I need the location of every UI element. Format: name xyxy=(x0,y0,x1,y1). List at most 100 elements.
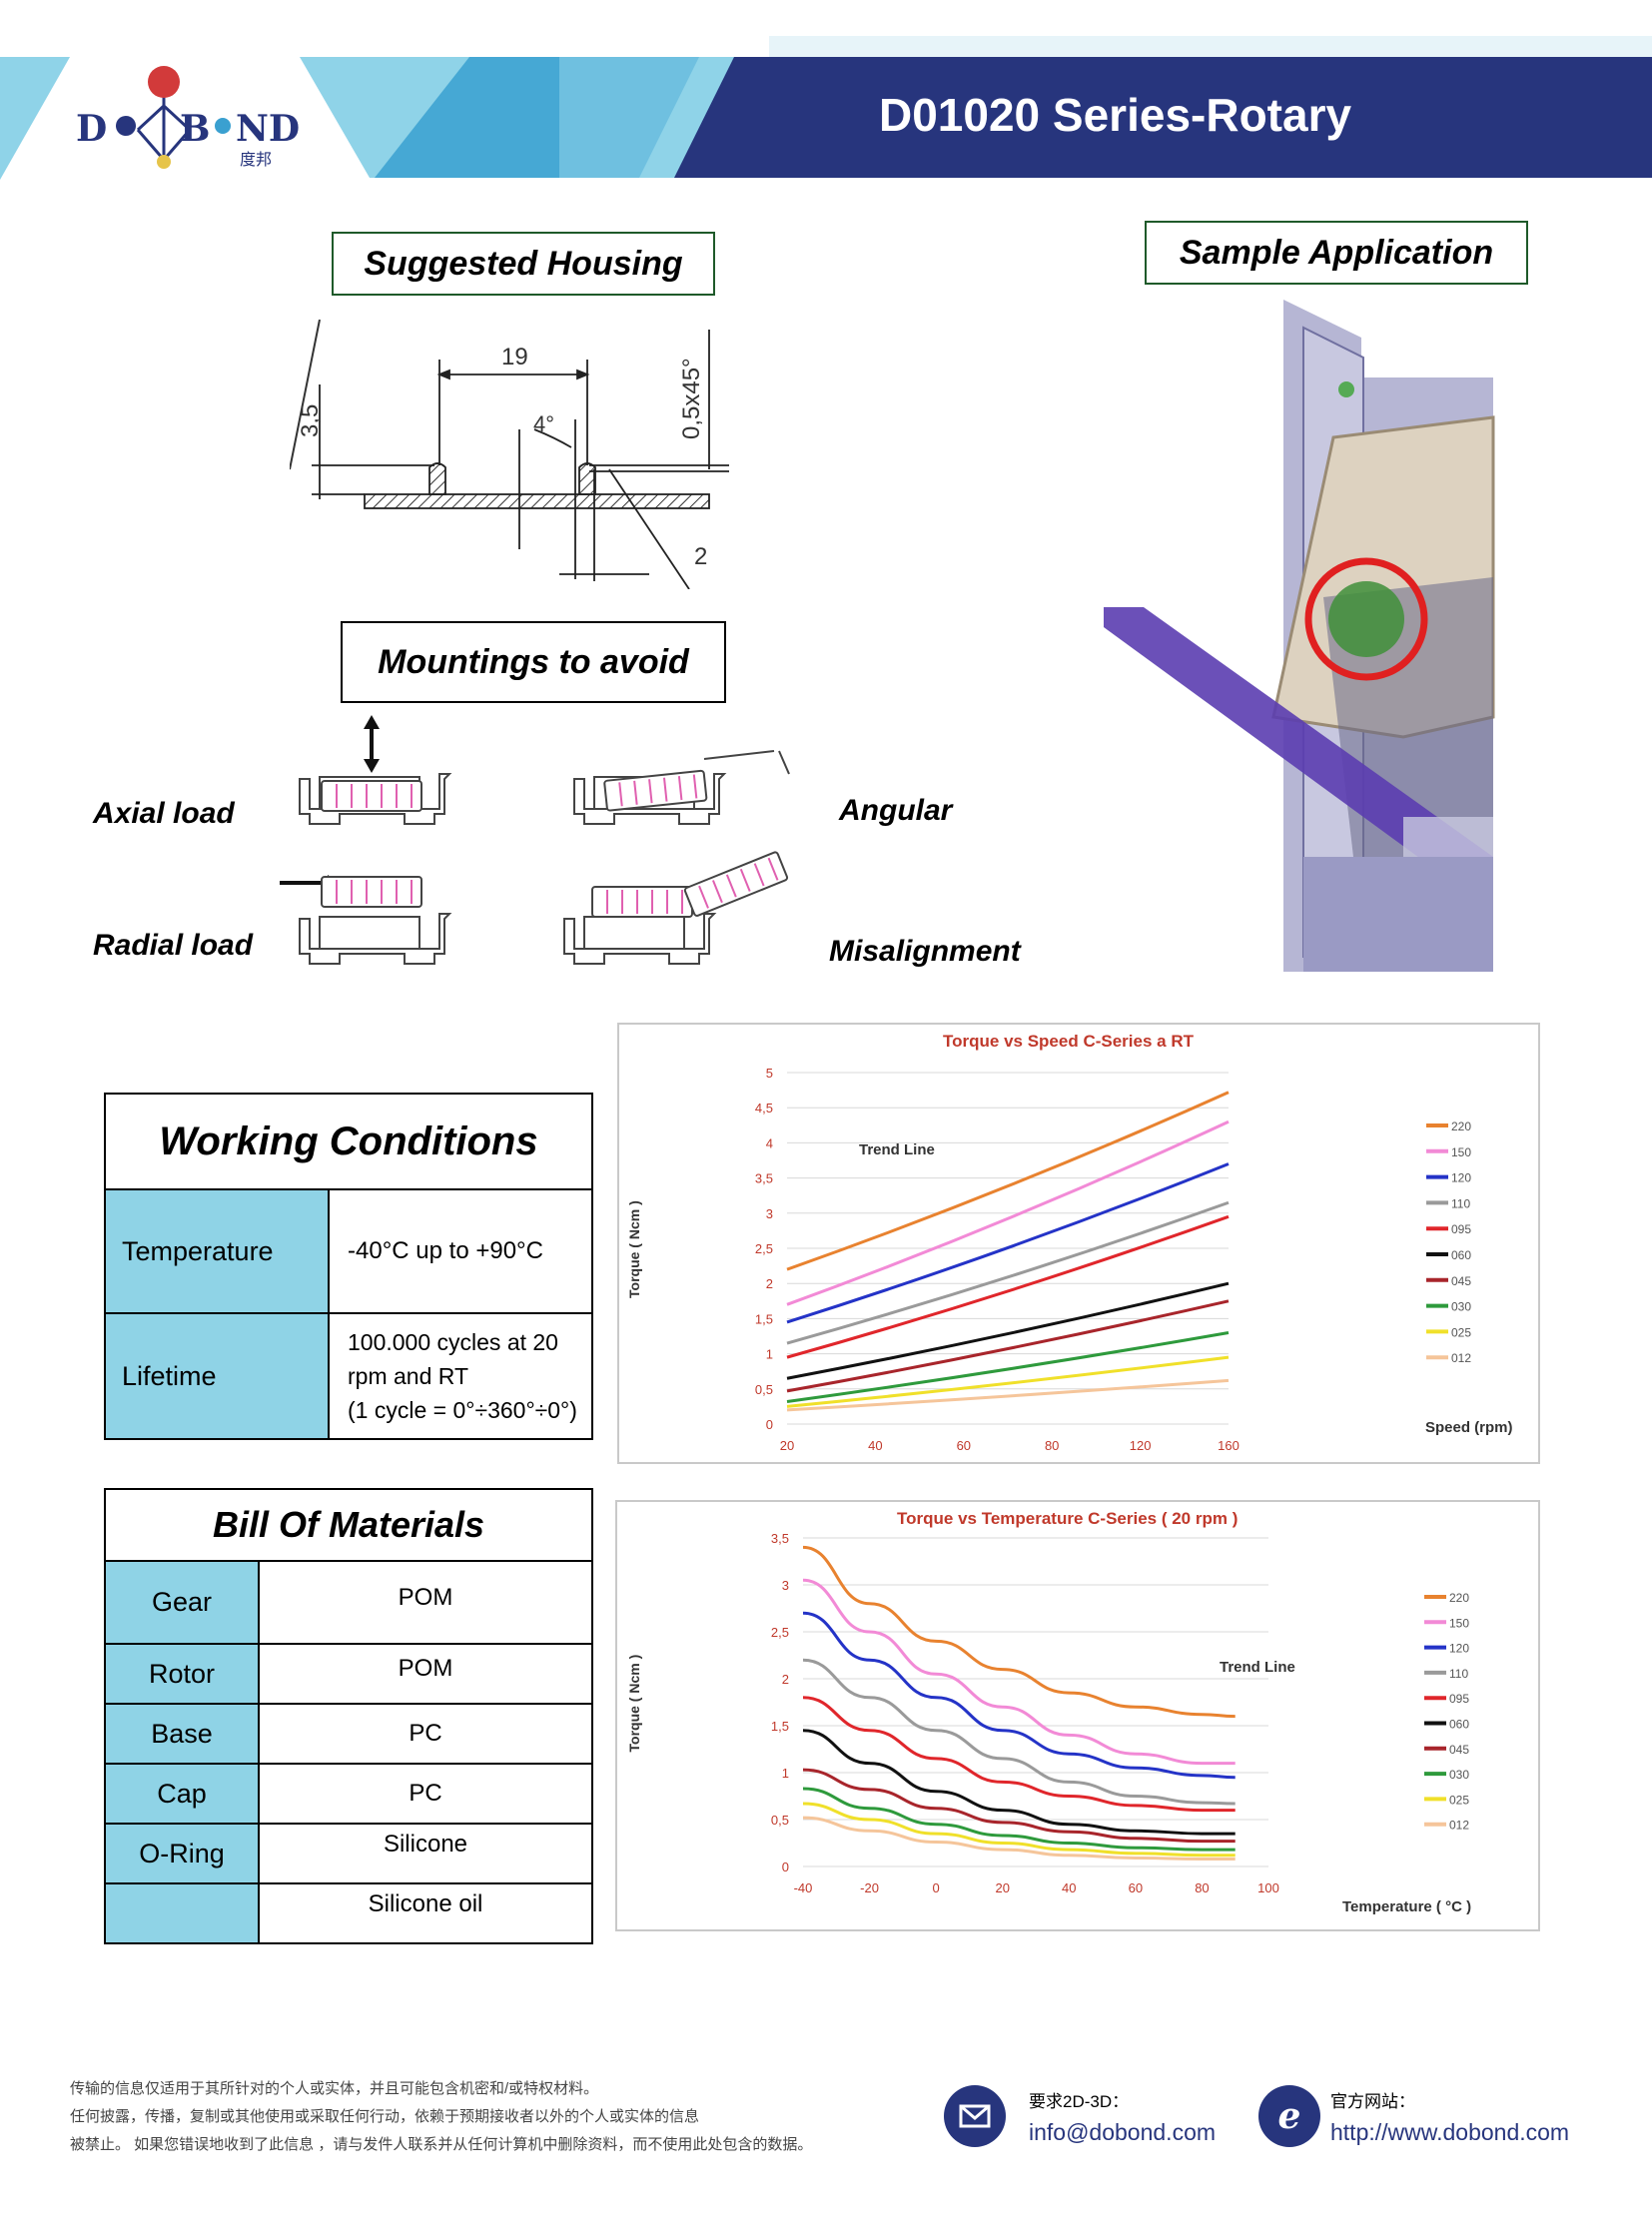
x-axis-label: Temperature ( °C ) xyxy=(1342,1898,1471,1915)
chart-torque-vs-temperature-svg: Torque vs Temperature C-Series ( 20 rpm … xyxy=(626,1509,1471,1915)
legend-label-030: 030 xyxy=(1451,1300,1471,1314)
legend-label-110: 110 xyxy=(1449,1667,1468,1681)
label-misalignment: Misalignment xyxy=(829,935,1021,968)
dim-4-deg: 4° xyxy=(533,411,554,436)
sample-application-title: Sample Application xyxy=(1145,221,1528,285)
series-line-060 xyxy=(786,1281,1230,1380)
series-line-025 xyxy=(786,1355,1230,1408)
bom-part-oring: O-Ring xyxy=(104,1823,260,1884)
x-tick-label: 0 xyxy=(933,1880,940,1895)
trend-line-label: Trend Line xyxy=(1220,1659,1295,1676)
legend-label-150: 150 xyxy=(1449,1616,1469,1630)
y-tick-label: 2,5 xyxy=(771,1625,789,1640)
legend-label-120: 120 xyxy=(1449,1642,1469,1656)
x-tick-label: 120 xyxy=(1130,1438,1152,1453)
y-tick-label: 0 xyxy=(782,1860,789,1874)
x-tick-label: 160 xyxy=(1218,1438,1239,1453)
series-line-120 xyxy=(802,1611,1236,1780)
bom-part-gear: Gear xyxy=(104,1560,260,1645)
legend-label-220: 220 xyxy=(1451,1119,1471,1133)
chart-title: Torque vs Temperature C-Series ( 20 rpm … xyxy=(897,1509,1238,1528)
series-line-012 xyxy=(786,1378,1230,1412)
y-tick-label: 1 xyxy=(782,1766,789,1781)
legend-label-220: 220 xyxy=(1449,1591,1469,1605)
web-link[interactable]: http://www.dobond.com xyxy=(1330,2119,1570,2145)
y-tick-label: 3,5 xyxy=(755,1171,773,1186)
legend-label-150: 150 xyxy=(1451,1145,1471,1159)
email-link[interactable]: info@dobond.com xyxy=(1029,2119,1217,2145)
series-line-060 xyxy=(802,1729,1236,1836)
legend-label-025: 025 xyxy=(1451,1325,1471,1339)
working-conditions-table: Working Conditions Temperature -40°C up … xyxy=(104,1093,593,1440)
web-label: 官方网站： xyxy=(1330,2092,1415,2111)
x-tick-label: 40 xyxy=(868,1438,882,1453)
y-axis-label: Torque ( Ncm ) xyxy=(626,1200,642,1298)
y-tick-label: 1,5 xyxy=(755,1311,773,1326)
y-tick-label: 1,5 xyxy=(771,1719,789,1734)
bill-of-materials-table: Bill Of Materials Gear POM Rotor POM Bas… xyxy=(104,1488,593,1944)
label-axial-load: Axial load xyxy=(93,797,235,830)
wc-label-temperature: Temperature xyxy=(104,1188,330,1314)
y-tick-label: 3,5 xyxy=(771,1531,789,1546)
disclaimer-line-2: 任何披露，传播，复制或其他使用或采取任何行动，依赖于预期接收者以外的个人或实体的… xyxy=(70,2108,700,2125)
series-line-150 xyxy=(802,1578,1236,1766)
email-icon xyxy=(944,2085,1006,2147)
bom-part-base: Base xyxy=(104,1703,260,1765)
logo-letters-nd: ND xyxy=(236,108,301,150)
x-tick-label: 100 xyxy=(1257,1880,1279,1895)
x-tick-label: 60 xyxy=(1129,1880,1143,1895)
y-tick-label: 5 xyxy=(766,1066,773,1081)
suggested-housing-title: Suggested Housing xyxy=(332,232,715,296)
logo-chinese: 度邦 xyxy=(240,152,273,169)
bom-material-gear: POM xyxy=(258,1560,593,1645)
series-line-045 xyxy=(786,1299,1230,1393)
series-line-012 xyxy=(802,1816,1236,1861)
wc-value-temperature: -40°C up to +90°C xyxy=(328,1188,593,1314)
legend-label-110: 110 xyxy=(1451,1196,1470,1210)
bom-part-rotor: Rotor xyxy=(104,1643,260,1705)
dim-19: 19 xyxy=(501,344,528,371)
y-tick-label: 3 xyxy=(782,1578,789,1593)
legend-label-120: 120 xyxy=(1451,1171,1471,1185)
dim-chamfer: 0,5x45° xyxy=(678,358,705,439)
legend-label-095: 095 xyxy=(1451,1222,1471,1236)
y-tick-label: 3 xyxy=(766,1206,773,1221)
dim-3-5: 3,5 xyxy=(297,404,324,437)
mounting-diagrams xyxy=(280,715,790,965)
legend-label-012: 012 xyxy=(1451,1351,1471,1365)
series-line-045 xyxy=(802,1768,1236,1844)
chart-torque-vs-speed-svg: Torque vs Speed C-Series a RT00,511,522,… xyxy=(626,1032,1513,1453)
series-line-220 xyxy=(802,1545,1236,1719)
x-tick-label: 20 xyxy=(995,1880,1009,1895)
chart-title: Torque vs Speed C-Series a RT xyxy=(943,1032,1195,1051)
disclaimer-line-1: 传输的信息仅适用于其所针对的个人或实体，并且可能包含机密和/或特权材料。 xyxy=(70,2080,599,2097)
series-line-030 xyxy=(802,1787,1236,1852)
bom-title: Bill Of Materials xyxy=(104,1488,593,1562)
legend-label-060: 060 xyxy=(1449,1718,1469,1732)
y-tick-label: 0,5 xyxy=(755,1382,773,1397)
header-banner xyxy=(0,36,1652,180)
legend-label-045: 045 xyxy=(1449,1743,1469,1757)
bom-part-cap: Cap xyxy=(104,1763,260,1825)
x-tick-label: 80 xyxy=(1195,1880,1209,1895)
series-line-095 xyxy=(802,1696,1236,1813)
y-axis-label: Torque ( Ncm ) xyxy=(626,1655,642,1753)
x-axis-label: Speed (rpm) xyxy=(1425,1419,1513,1436)
x-tick-label: -20 xyxy=(860,1880,879,1895)
logo-letter-d: D xyxy=(76,108,108,150)
series-line-030 xyxy=(786,1331,1230,1403)
legend-label-030: 030 xyxy=(1449,1768,1469,1782)
x-tick-label: 20 xyxy=(780,1438,794,1453)
y-tick-label: 2 xyxy=(782,1672,789,1687)
y-tick-label: 0,5 xyxy=(771,1813,789,1828)
mountings-title: Mountings to avoid xyxy=(341,621,726,703)
series-line-025 xyxy=(802,1802,1236,1858)
working-conditions-title: Working Conditions xyxy=(104,1093,593,1190)
wc-label-lifetime: Lifetime xyxy=(104,1312,330,1440)
x-tick-label: 80 xyxy=(1045,1438,1059,1453)
series-line-150 xyxy=(786,1119,1230,1306)
y-tick-label: 2 xyxy=(766,1276,773,1291)
legend-label-045: 045 xyxy=(1451,1274,1471,1288)
series-line-110 xyxy=(786,1200,1230,1345)
